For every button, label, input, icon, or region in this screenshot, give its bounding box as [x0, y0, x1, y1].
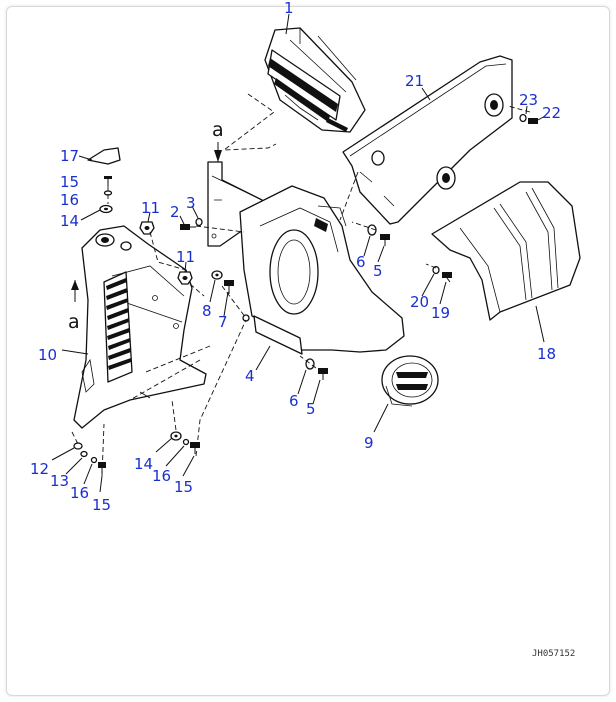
callout-18: 18: [537, 345, 556, 363]
callout-19: 19: [431, 304, 450, 322]
callout-5b: 5: [306, 400, 316, 418]
part-18-side-cover: [431, 181, 581, 321]
callout-1: 1: [284, 0, 294, 17]
callout-labels: 1 21 23 22 17 15 16 14 11 2 3 11 8 7 6 5…: [30, 0, 561, 514]
callout-15c: 15: [174, 478, 193, 496]
callout-7: 7: [218, 313, 228, 331]
callout-12: 12: [30, 460, 49, 478]
part-9-round-filter: [381, 355, 439, 407]
callout-8: 8: [202, 302, 212, 320]
callout-15: 15: [60, 173, 79, 191]
callout-16: 16: [60, 191, 79, 209]
part-10-cover: [73, 225, 207, 429]
callout-17: 17: [60, 147, 79, 165]
callout-14b: 14: [134, 455, 153, 473]
callout-3: 3: [186, 194, 196, 212]
callout-2: 2: [170, 203, 180, 221]
callout-15b: 15: [92, 496, 111, 514]
callout-11b: 11: [176, 248, 195, 266]
reference-mark-a-left: a: [68, 311, 80, 333]
callout-16b: 16: [70, 484, 89, 502]
callout-6: 6: [356, 253, 366, 271]
callout-10: 10: [38, 346, 57, 364]
callout-9: 9: [364, 434, 374, 452]
part-17-cap: [87, 147, 121, 165]
callout-5: 5: [373, 262, 383, 280]
callout-6b: 6: [289, 392, 299, 410]
reference-mark-a-top: a: [212, 119, 224, 141]
callout-4: 4: [245, 367, 255, 385]
callout-21: 21: [405, 72, 424, 90]
bellows-ribs: [106, 278, 131, 370]
part-1-filter-box: [264, 27, 366, 133]
callout-20: 20: [410, 293, 429, 311]
callout-22: 22: [542, 104, 561, 122]
callout-11: 11: [141, 199, 160, 217]
part-21-rear-panel: [342, 55, 513, 225]
drawing-code: JH057152: [532, 649, 575, 659]
assembly-guide-lines: [71, 93, 531, 477]
callout-23: 23: [519, 91, 538, 109]
callout-16c: 16: [152, 467, 171, 485]
leader-lines: [51, 13, 546, 493]
callout-14: 14: [60, 212, 79, 230]
part-4-duct-housing: [239, 185, 405, 355]
callout-13: 13: [50, 472, 69, 490]
